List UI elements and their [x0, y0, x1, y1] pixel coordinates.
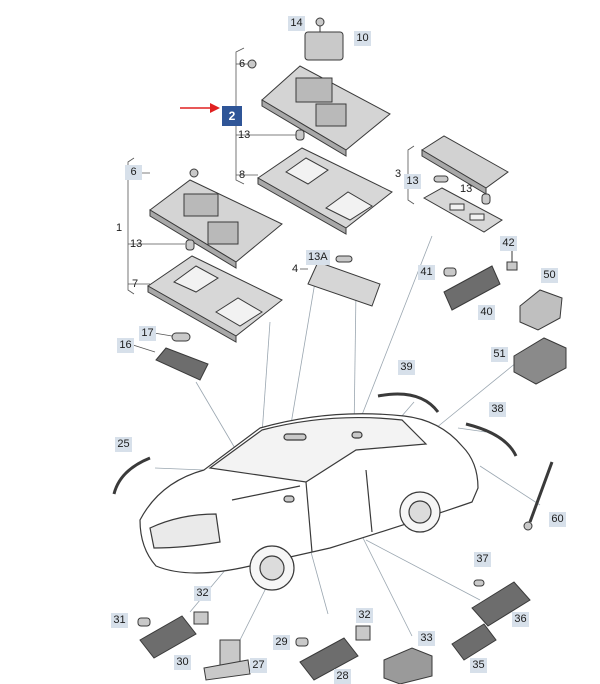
callout-40: 40 [478, 305, 495, 320]
callout-14: 14 [288, 16, 305, 31]
callout-4: 4 [292, 263, 299, 275]
callout-1: 1 [116, 222, 123, 234]
callout-6b: 6 [125, 165, 142, 180]
callout-28: 28 [334, 669, 351, 684]
callout-7: 7 [132, 278, 139, 290]
callout-32a: 32 [194, 586, 211, 601]
callout-29: 29 [273, 635, 290, 650]
callout-32b: 32 [356, 608, 373, 623]
bottom-parts [137, 579, 531, 684]
callout-31: 31 [111, 613, 128, 628]
console-assembly-left [147, 168, 283, 343]
callout-13d: 13 [460, 183, 473, 195]
callout-50: 50 [541, 268, 558, 283]
callout-38: 38 [489, 402, 506, 417]
callout-30: 30 [174, 655, 191, 670]
callout-51: 51 [491, 347, 508, 362]
callout-10: 10 [354, 31, 371, 46]
callout-27: 27 [250, 658, 267, 673]
callout-3: 3 [395, 168, 402, 180]
callout-42: 42 [500, 236, 517, 251]
console-assembly-right [421, 135, 509, 233]
callout-13b: 13 [130, 238, 143, 250]
callout-36: 36 [512, 612, 529, 627]
callout-17: 17 [139, 326, 156, 341]
callout-25: 25 [115, 437, 132, 452]
car-body [139, 413, 479, 591]
callout-39: 39 [398, 360, 415, 375]
pointer-arrow-icon [180, 103, 220, 113]
callout-41: 41 [418, 265, 435, 280]
small-parts [112, 250, 567, 531]
callout-6a: 6 [239, 58, 246, 70]
console-assembly-upper [247, 17, 393, 235]
callout-60: 60 [549, 512, 566, 527]
callout-13c: 13 [404, 174, 421, 189]
callout-13a: 13 [238, 129, 251, 141]
callout-13A: 13A [306, 250, 330, 265]
callout-33: 33 [418, 631, 435, 646]
callout-37: 37 [474, 552, 491, 567]
callout-8: 8 [239, 169, 246, 181]
callout-2-highlighted: 2 [222, 106, 242, 126]
callout-16: 16 [117, 338, 134, 353]
callout-35: 35 [470, 658, 487, 673]
